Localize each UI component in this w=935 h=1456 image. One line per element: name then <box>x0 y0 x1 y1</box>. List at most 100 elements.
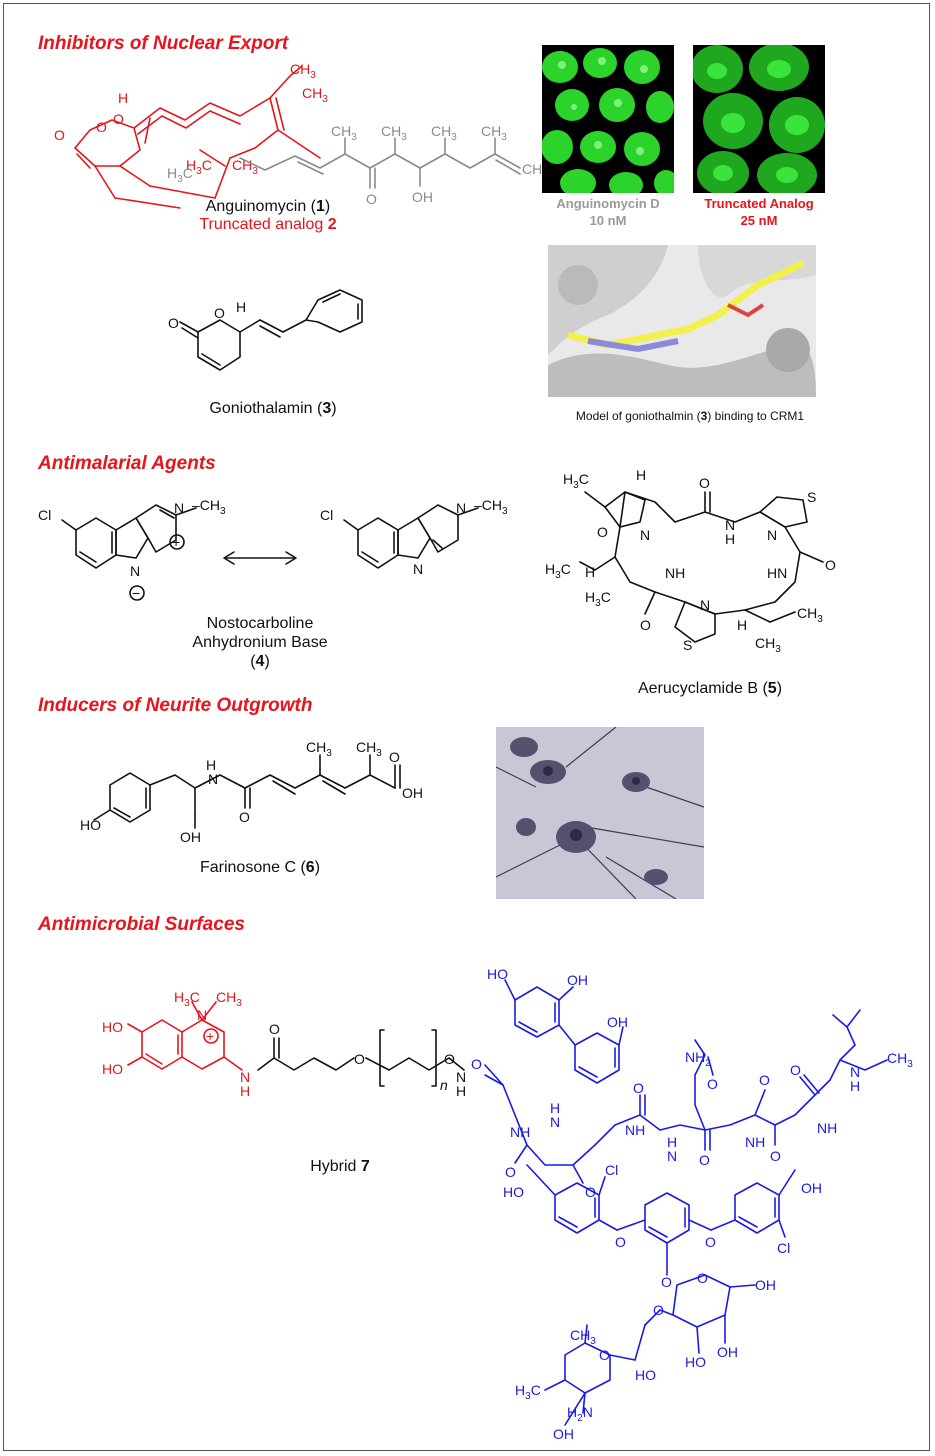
atom-h3c: H <box>585 589 595 605</box>
svg-text:CH3: CH3 <box>431 123 457 143</box>
section-heading-neurite: Inducers of Neurite Outgrowth <box>38 695 313 716</box>
atom-o: O <box>699 475 710 491</box>
atom-n: N <box>550 1114 560 1130</box>
atom-o: O <box>661 1274 672 1290</box>
atom-oh: OH <box>567 972 588 988</box>
atom-n: N <box>208 771 218 787</box>
atom-o: O <box>825 557 836 573</box>
svg-text:CH3: CH3 <box>481 123 507 143</box>
svg-text:H2N: H2N <box>567 1404 593 1424</box>
atom-n: N <box>197 1007 207 1023</box>
atom-o: O <box>366 191 377 207</box>
hybrid-vancomycin-fragment: HO OH OH O NH H N O O NH O NH2 O H N O N… <box>471 966 913 1442</box>
atom-n: N <box>850 1064 860 1080</box>
atom-n: N <box>130 563 140 579</box>
section-heading-antimicrobial: Antimicrobial Surfaces <box>38 914 245 935</box>
atom-o: O <box>615 1234 626 1250</box>
atom-h: H <box>240 1083 250 1099</box>
atom-nh: NH <box>745 1134 765 1150</box>
atom-ch3: CH <box>302 85 322 101</box>
atom-o: O <box>759 1072 770 1088</box>
svg-text:CH3: CH3 <box>306 739 332 759</box>
atom-ho: HO <box>102 1061 123 1077</box>
goniothalamin-caption: Goniothalamin (3) <box>209 400 337 417</box>
atom-h: H <box>236 299 246 315</box>
atom-h3c: H <box>545 561 555 577</box>
section-heading-nuclear-export: Inhibitors of Nuclear Export <box>38 33 289 54</box>
atom-h2n: H <box>567 1404 577 1420</box>
atom-ch3: CH <box>200 497 220 513</box>
atom-o: O <box>239 809 250 825</box>
atom-ch3: CH <box>887 1050 907 1066</box>
anguinomycin-structure: O O O H CH3 CH3 H3C CH3 H3C CH3 CH3 CH3 … <box>54 61 548 209</box>
svg-text:H3C: H3C <box>515 1382 541 1402</box>
svg-text:CH3: CH3 <box>216 989 242 1009</box>
atom-hn: HN <box>767 565 787 581</box>
svg-text:H3C: H3C <box>186 157 212 177</box>
atom-h: H <box>206 757 216 773</box>
atom-cl: Cl <box>38 507 51 523</box>
svg-text:–CH3: –CH3 <box>192 497 226 517</box>
svg-text:CH3: CH3 <box>755 635 781 655</box>
atom-oh: OH <box>607 1014 628 1030</box>
atom-h: H <box>585 564 595 580</box>
atom-nh: NH <box>665 565 685 581</box>
atom-o: O <box>96 119 107 135</box>
svg-text:H3C: H3C <box>563 471 589 491</box>
atom-o: O <box>471 1056 482 1072</box>
atom-oh: OH <box>553 1426 574 1442</box>
svg-text:NH: NH <box>625 1122 645 1138</box>
atom-n: N <box>767 527 777 543</box>
atom-ho: HO <box>503 1184 524 1200</box>
atom-ho: HO <box>80 817 101 833</box>
atom-nh: NH <box>625 1122 645 1138</box>
atom-o: O <box>505 1164 516 1180</box>
atom-ch3: CH <box>797 605 817 621</box>
atom-oh: OH <box>717 1344 738 1360</box>
atom-o: O <box>707 1076 718 1092</box>
atom-n: N <box>640 527 650 543</box>
atom-o: O <box>705 1234 716 1250</box>
atom-n: N <box>700 597 710 613</box>
fluorescence-panel-anguinomycin <box>542 45 674 193</box>
atom-ch3: CH <box>216 989 236 1005</box>
atom-s: S <box>683 637 692 653</box>
section-heading-antimalarial: Antimalarial Agents <box>38 453 216 474</box>
atom-h: H <box>737 617 747 633</box>
svg-text:−: − <box>132 585 140 601</box>
figure-frame <box>3 3 930 1451</box>
atom-oh: OH <box>801 1180 822 1196</box>
atom-o: O <box>585 1184 596 1200</box>
atom-o: O <box>653 1302 664 1318</box>
nostocarboline-caption: Nostocarboline Anhydronium Base (4) <box>192 615 328 670</box>
crm1-caption: Model of goniothalmin (3) binding to CRM… <box>575 409 805 423</box>
svg-text:NH: NH <box>817 1120 837 1136</box>
atom-h3c: H <box>563 471 573 487</box>
farinosone-structure: HO H N OH O CH3 CH3 O OH <box>80 739 423 845</box>
atom-o: O <box>640 617 651 633</box>
atom-o: O <box>699 1152 710 1168</box>
svg-text:N: N <box>725 517 735 533</box>
atom-ch3: CH <box>522 161 542 177</box>
atom-ho: HO <box>685 1354 706 1370</box>
atom-h: H <box>456 1083 466 1099</box>
atom-ho: HO <box>487 966 508 982</box>
atom-s: S <box>807 489 816 505</box>
svg-text:H3C: H3C <box>545 561 571 581</box>
atom-nh: NH <box>510 1124 530 1140</box>
aerucyclamide-structure: H3C H O O N N H S N H NH HN O H3C H3C O … <box>545 467 836 655</box>
svg-text:NH: NH <box>745 1134 765 1150</box>
atom-h: H <box>118 90 128 106</box>
atom-n: N <box>240 1069 250 1085</box>
atom-ch3: CH <box>431 123 451 139</box>
atom-ch3: CH <box>356 739 376 755</box>
svg-text:CH3: CH3 <box>356 739 382 759</box>
atom-h3c: H <box>167 165 177 181</box>
atom-oh: OH <box>412 189 433 205</box>
atom-o: O <box>633 1080 644 1096</box>
cytoplasm-image <box>693 45 825 193</box>
anguinomycin-side-chain: H3C CH3 CH3 CH3 CH3 CH3 O OH <box>167 123 548 207</box>
svg-text:CH3: CH3 <box>570 1327 596 1347</box>
svg-text:CH3: CH3 <box>381 123 407 143</box>
atom-h: H <box>636 467 646 483</box>
